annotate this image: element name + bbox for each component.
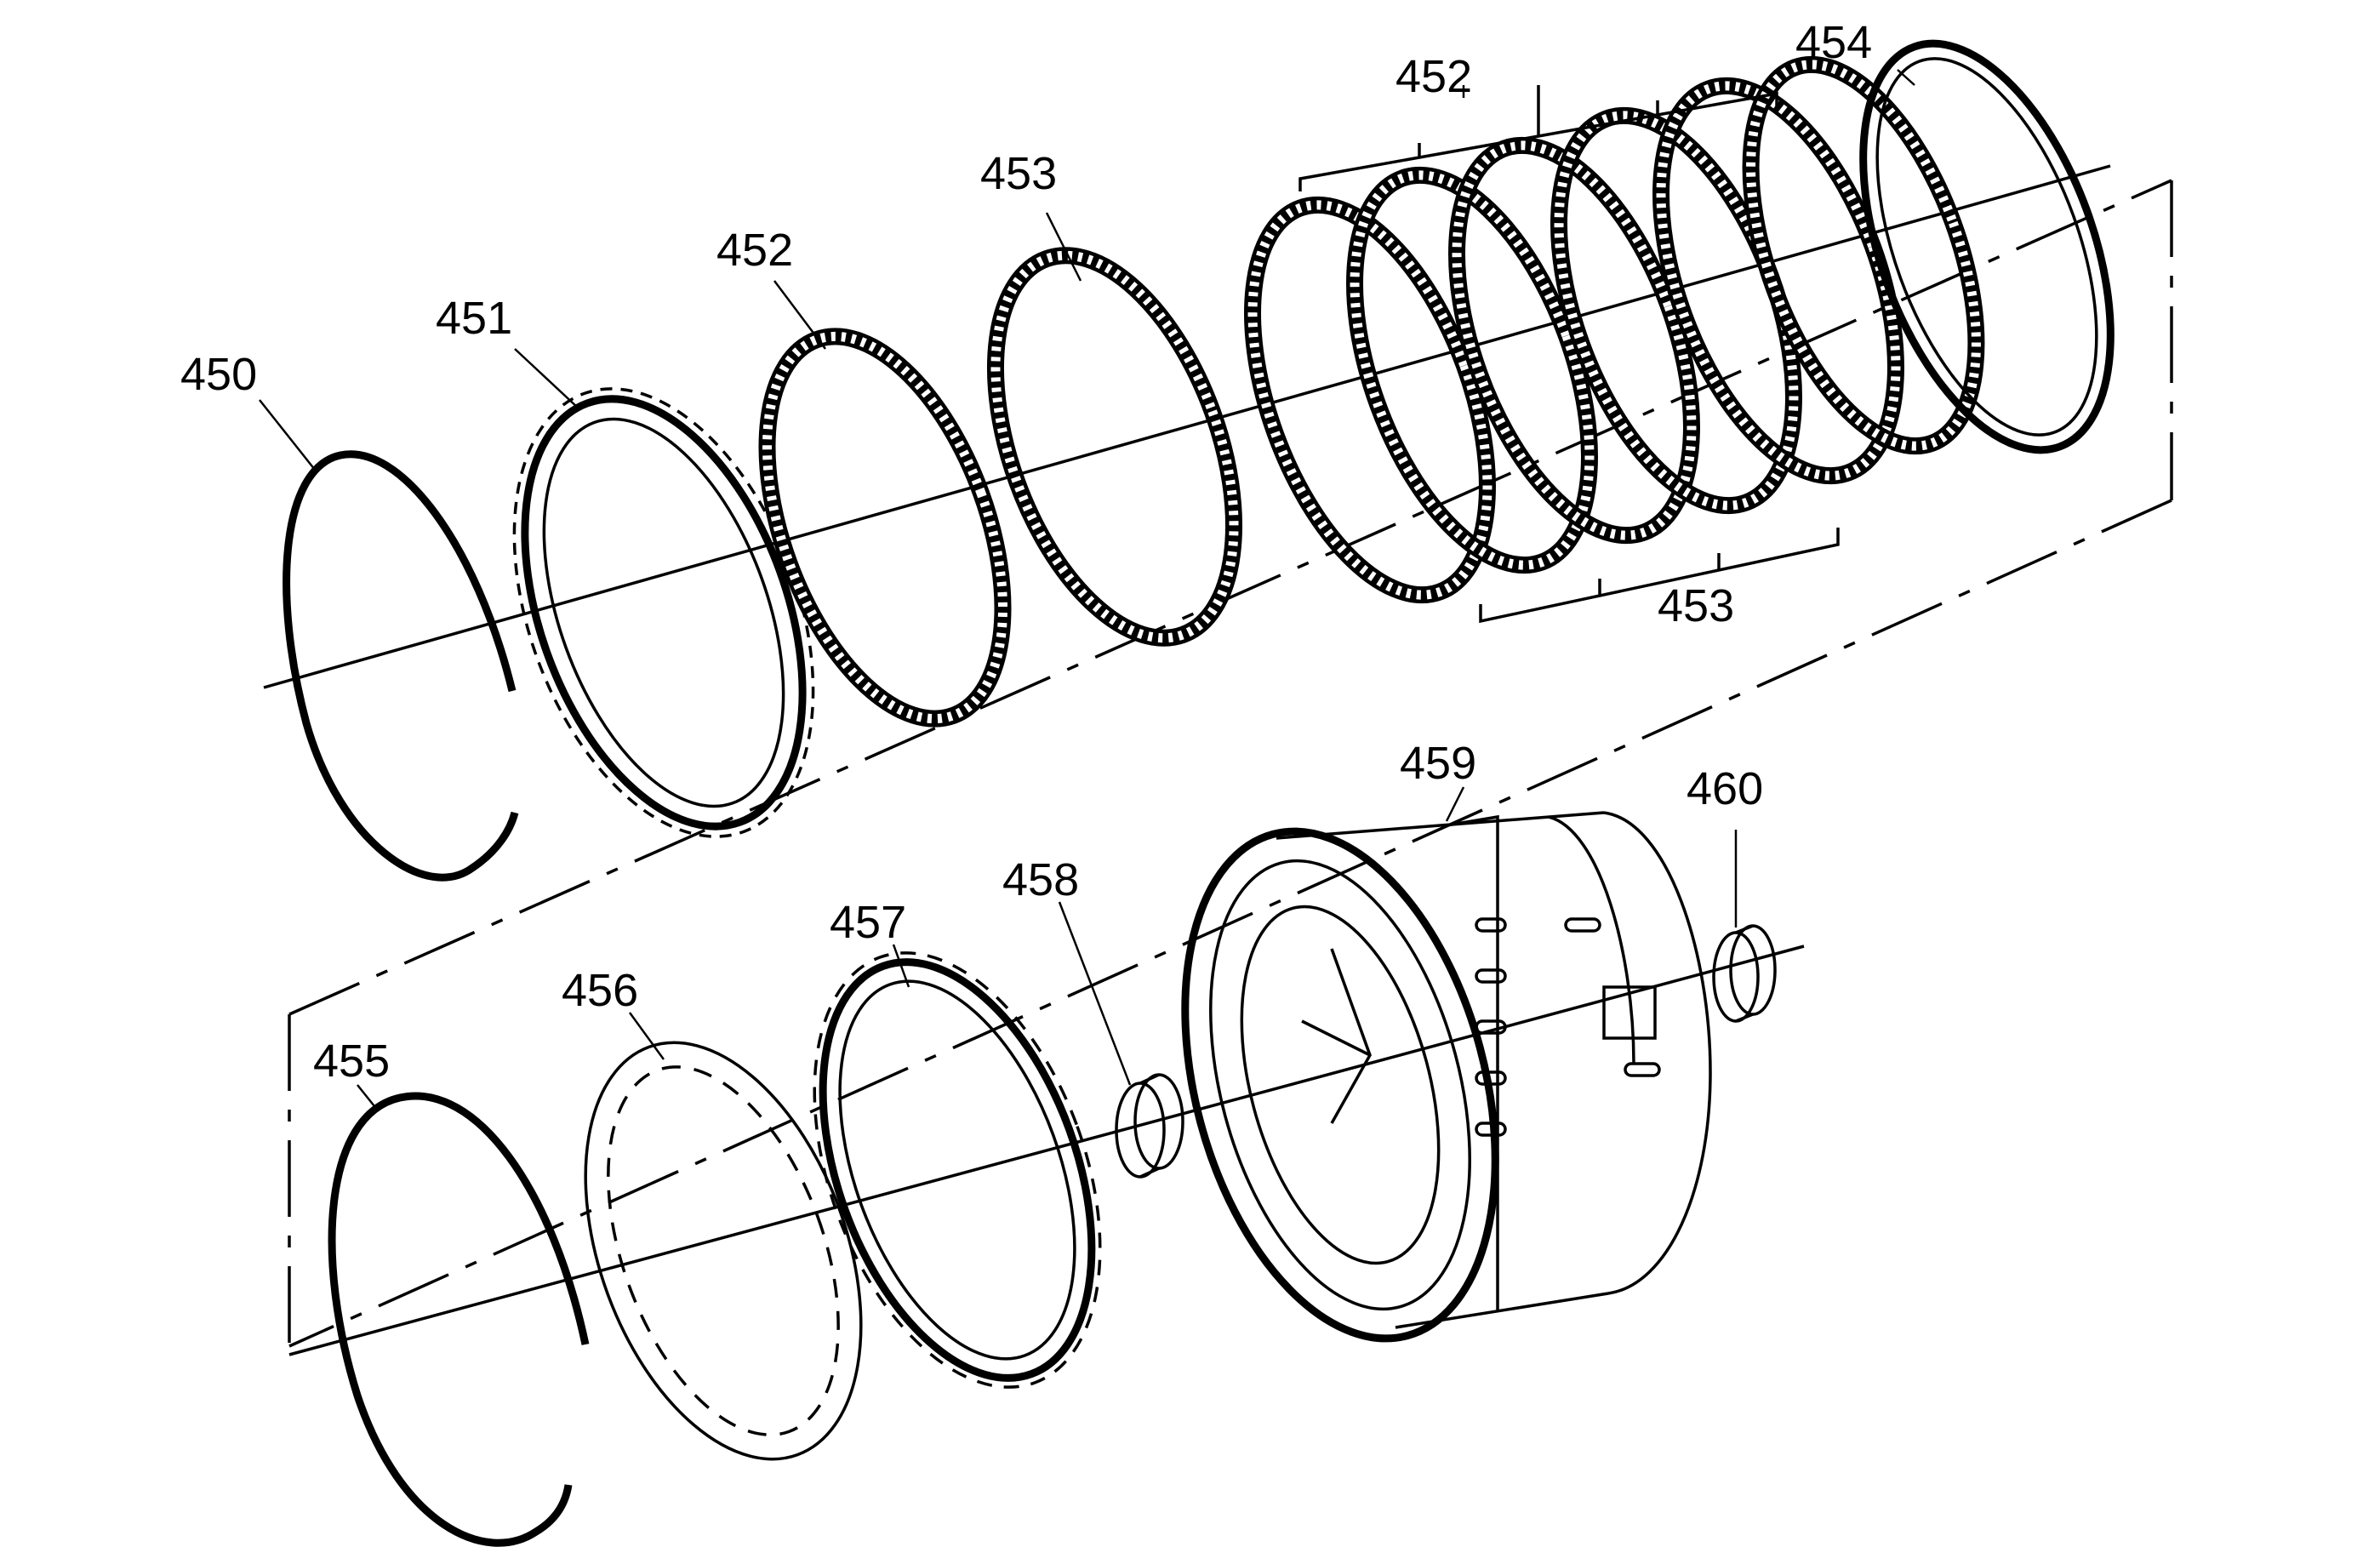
callout-452-stack: 452 <box>1395 51 1472 102</box>
callout-450: 450 <box>180 349 257 400</box>
callout-452-left: 452 <box>716 225 793 276</box>
part-451-backing-plate <box>512 387 815 838</box>
part-460-bushing <box>1712 924 1777 1023</box>
callout-457: 457 <box>830 897 906 948</box>
leader-lines <box>259 69 1915 1107</box>
callout-458: 458 <box>1002 854 1079 905</box>
part-457-piston <box>813 951 1102 1389</box>
part-458-seal <box>1115 1073 1184 1179</box>
callout-labels: 450 451 452 453 452 454 453 455 456 457 … <box>180 17 1872 1087</box>
callout-455: 455 <box>313 1036 390 1087</box>
centerline-axes <box>263 164 2111 1356</box>
part-450-snap-ring <box>283 450 519 882</box>
part-452-friction-plate <box>758 328 1012 728</box>
part-456-spring-plate <box>584 1041 863 1461</box>
assembly-frame <box>288 179 2173 1348</box>
bracket-452 <box>1298 85 1778 191</box>
callout-460: 460 <box>1687 763 1763 814</box>
callout-456: 456 <box>562 965 638 1016</box>
part-455-snap-ring <box>328 1092 590 1547</box>
part-454-pressure-plate <box>1859 39 2115 454</box>
callout-459: 459 <box>1400 738 1476 789</box>
callout-453-left: 453 <box>980 148 1057 199</box>
callout-453-stack: 453 <box>1658 580 1734 631</box>
part-453-steel-plate <box>986 247 1243 647</box>
callout-454: 454 <box>1795 17 1872 68</box>
bracket-453 <box>1479 528 1840 624</box>
callout-451: 451 <box>436 293 512 344</box>
part-459-clutch-housing <box>1181 811 1712 1343</box>
